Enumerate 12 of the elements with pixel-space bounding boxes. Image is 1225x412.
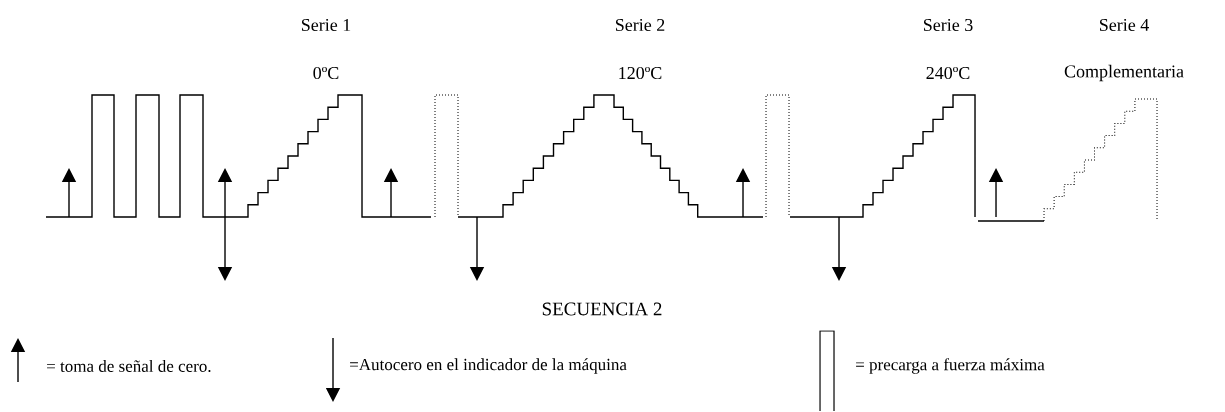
series-label: 0ºC bbox=[313, 66, 339, 80]
series-label: Serie 3 bbox=[924, 18, 973, 32]
series-label: 240ºC bbox=[926, 66, 970, 80]
series-label: Serie 2 bbox=[616, 18, 665, 32]
series-label: Serie 4 bbox=[1100, 18, 1149, 32]
legend-text: = toma de señal de cero. bbox=[47, 360, 211, 372]
series-label: 120ºC bbox=[619, 66, 662, 80]
series-label: Serie 1 bbox=[301, 18, 351, 32]
series-label: Complementaria bbox=[1064, 64, 1184, 82]
legend-text: = precarga a fuerza máxima bbox=[856, 358, 1045, 374]
caption: SECUENCIA 2 bbox=[542, 302, 662, 316]
legend-text: =Autocero en el indicador de la máquina bbox=[350, 358, 627, 374]
